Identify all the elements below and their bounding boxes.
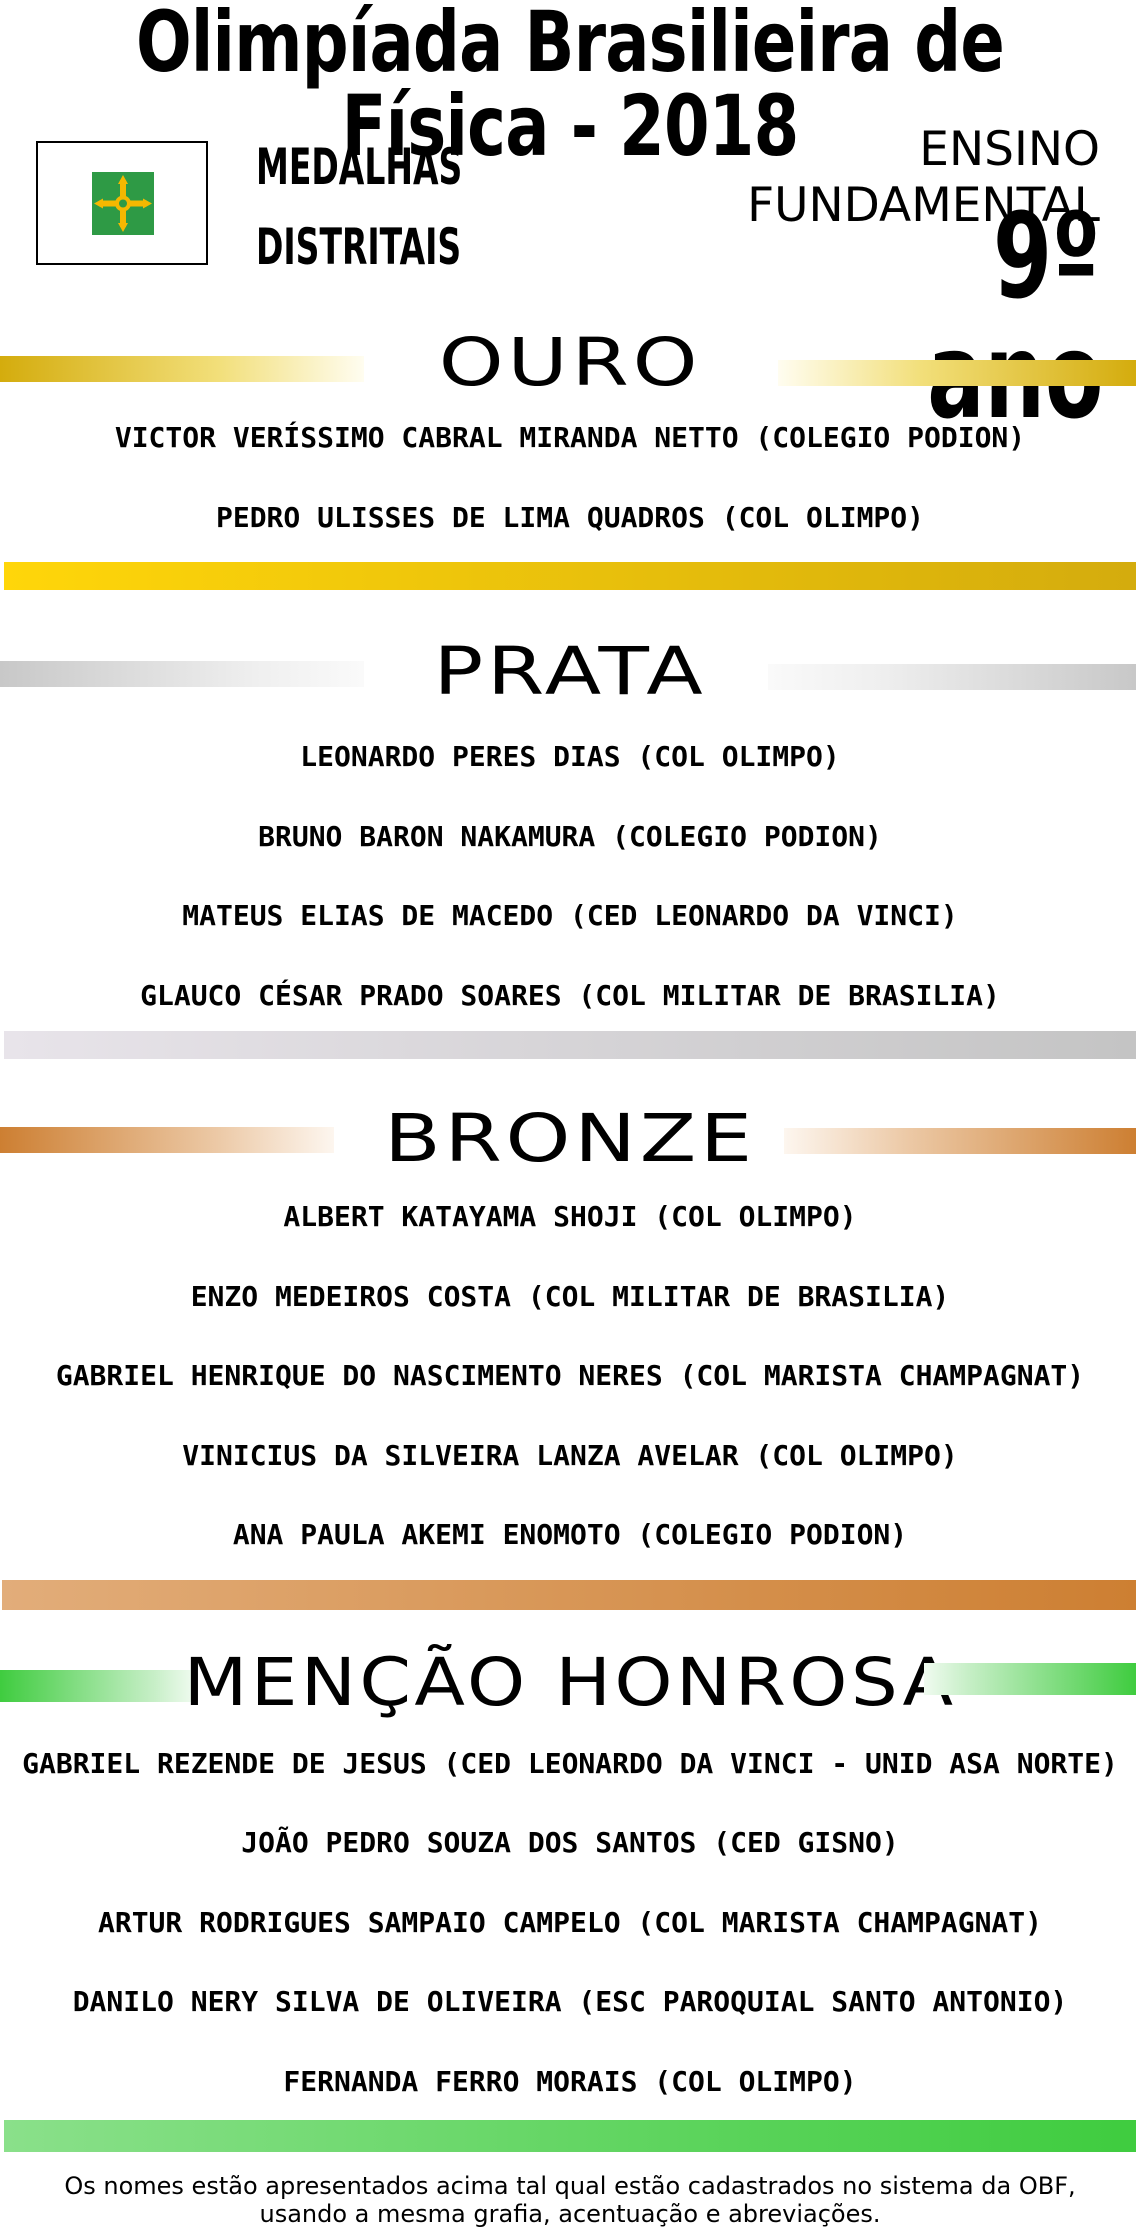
silver-medalist-1: LEONARDO PERES DIAS (COL OLIMPO) bbox=[300, 740, 840, 773]
page-title: Olimpíada Brasilieira de Física - 2018 bbox=[135, 0, 1005, 175]
bronze-bottom-bar bbox=[2, 1580, 1136, 1610]
footnote: Os nomes estão apresentados acima tal qu… bbox=[0, 2172, 1140, 2228]
honorable-mention-3: ARTUR RODRIGUES SAMPAIO CAMPELO (COL MAR… bbox=[97, 1906, 1042, 1939]
bronze-medalist-3: GABRIEL HENRIQUE DO NASCIMENTO NERES (CO… bbox=[55, 1359, 1085, 1392]
bronze-medalist-4: VINICIUS DA SILVEIRA LANZA AVELAR (COL O… bbox=[182, 1439, 958, 1472]
bronze-right-stripe bbox=[784, 1128, 1136, 1154]
honorable-bottom-bar bbox=[4, 2120, 1136, 2152]
honorable-mention-4: DANILO NERY SILVA DE OLIVEIRA (ESC PAROQ… bbox=[72, 1985, 1068, 2018]
footnote-line1: Os nomes estão apresentados acima tal qu… bbox=[64, 2172, 1076, 2200]
federal-district-flag-icon bbox=[36, 141, 208, 265]
gold-right-stripe bbox=[778, 360, 1136, 386]
silver-medalist-3: MATEUS ELIAS DE MACEDO (CED LEONARDO DA … bbox=[182, 899, 958, 932]
bronze-left-stripe bbox=[0, 1127, 334, 1153]
scope-label-line2: DISTRITAIS bbox=[256, 218, 462, 276]
section-title-honorable-mention: MENÇÃO HONROSA bbox=[183, 1644, 957, 1721]
scope-label-line1: MEDALHAS bbox=[256, 138, 463, 196]
honorable-mention-1: GABRIEL REZENDE DE JESUS (CED LEONARDO D… bbox=[22, 1747, 1118, 1780]
honorable-right-stripe bbox=[924, 1663, 1136, 1695]
honorable-mention-2: JOÃO PEDRO SOUZA DOS SANTOS (CED GISNO) bbox=[241, 1826, 899, 1859]
gold-medalist-1: VICTOR VERÍSSIMO CABRAL MIRANDA NETTO (C… bbox=[114, 421, 1026, 454]
silver-medalist-4: GLAUCO CÉSAR PRADO SOARES (COL MILITAR D… bbox=[140, 979, 1000, 1012]
gold-left-stripe bbox=[0, 356, 364, 382]
section-title-gold: OURO bbox=[438, 324, 702, 401]
section-title-silver: PRATA bbox=[433, 633, 707, 710]
honorable-left-stripe bbox=[0, 1670, 194, 1702]
education-level: ENSINO FUNDAMENTAL bbox=[747, 122, 1100, 233]
bronze-medalist-2: ENZO MEDEIROS COSTA (COL MILITAR DE BRAS… bbox=[190, 1280, 950, 1313]
flag-emblem bbox=[92, 172, 154, 235]
footnote-line2: usando a mesma grafia, acentuação e abre… bbox=[259, 2200, 881, 2228]
gold-bottom-bar bbox=[4, 562, 1136, 590]
cross-emblem-icon bbox=[94, 175, 152, 232]
bronze-medalist-5: ANA PAULA AKEMI ENOMOTO (COLEGIO PODION) bbox=[232, 1518, 908, 1551]
honorable-mention-5: FERNANDA FERRO MORAIS (COL OLIMPO) bbox=[283, 2065, 857, 2098]
bronze-medalist-1: ALBERT KATAYAMA SHOJI (COL OLIMPO) bbox=[283, 1200, 857, 1233]
section-title-bronze: BRONZE bbox=[384, 1100, 756, 1177]
silver-medalist-2: BRUNO BARON NAKAMURA (COLEGIO PODION) bbox=[258, 820, 882, 853]
silver-bottom-bar bbox=[4, 1031, 1136, 1059]
grade-label: 9º ano bbox=[927, 187, 1104, 445]
silver-left-stripe bbox=[0, 661, 364, 687]
silver-right-stripe bbox=[768, 664, 1136, 690]
gold-medalist-2: PEDRO ULISSES DE LIMA QUADROS (COL OLIMP… bbox=[215, 501, 924, 534]
